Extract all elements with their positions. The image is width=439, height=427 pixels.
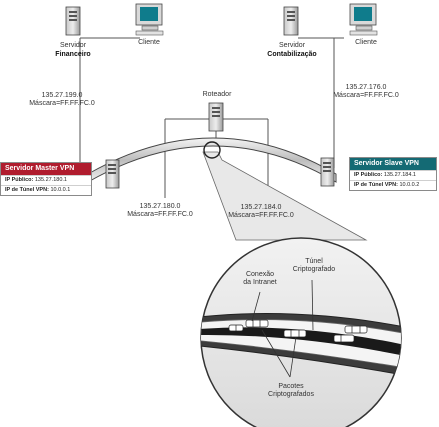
net-top-left-mask: Máscara=FF.FF.FC.0 <box>29 100 95 107</box>
packet-2 <box>228 324 244 332</box>
packet-4 <box>344 325 368 334</box>
net-top-left-address: 135.27.199.0 <box>41 92 83 99</box>
zoom-intranet-label-line1: Conexão <box>245 271 275 278</box>
master-vpn-title: Servidor Master VPN <box>1 163 91 175</box>
net-top-right-mask: Máscara=FF.FF.FC.0 <box>333 92 399 99</box>
master-vpn-public-ip-row: IP Público: 135.27.180.1 <box>1 175 91 185</box>
slave-vpn-public-ip-label: IP Público: <box>354 172 383 178</box>
zoom-focus-circle <box>203 141 221 159</box>
zoom-intranet-label-line2: da Intranet <box>243 279 277 286</box>
server-icon-financial <box>65 6 81 36</box>
slave-vpn-info-box: Servidor Slave VPN IP Público: 135.27.18… <box>349 157 437 191</box>
slave-vpn-title: Servidor Slave VPN <box>350 158 436 170</box>
zoom-intranet-channel <box>201 327 401 357</box>
slave-vpn-public-ip-value: 135.27.184.1 <box>383 172 416 178</box>
net-top-right-address: 135.27.176.0 <box>345 84 387 91</box>
zoom-cone <box>202 151 368 241</box>
server-icon-slave-vpn <box>320 157 335 187</box>
zoom-packets-label-line1: Pacotes <box>278 383 304 390</box>
encrypted-packets <box>228 319 368 343</box>
server-accounting-role: Servidor <box>278 42 306 49</box>
net-bottom-left-mask: Máscara=FF.FF.FC.0 <box>127 211 193 218</box>
slave-vpn-tunnel-ip-label: IP de Túnel VPN: <box>354 182 398 188</box>
packet-3 <box>283 329 307 338</box>
master-vpn-tunnel-ip-value: 10.0.0.1 <box>50 187 71 193</box>
master-vpn-public-ip-value: 135.27.180.1 <box>34 177 67 183</box>
server-accounting-name: Contabilização <box>267 51 317 58</box>
client-left-label: Cliente <box>138 39 160 46</box>
zoom-leader-lines <box>251 279 314 378</box>
server-icon-accounting <box>283 6 299 36</box>
slave-vpn-public-ip-row: IP Público: 135.27.184.1 <box>350 170 436 180</box>
computer-icon-left-client <box>135 3 164 36</box>
packet-5 <box>333 334 355 343</box>
server-icon-master-vpn <box>105 159 120 189</box>
master-vpn-public-ip-label: IP Público: <box>5 177 34 183</box>
packet-1 <box>245 319 269 328</box>
master-vpn-tunnel-ip-label: IP de Túnel VPN: <box>5 187 49 193</box>
zoom-tunnel-label-line1: Túnel <box>305 258 323 265</box>
server-icon-router <box>208 102 224 132</box>
net-bottom-right-address: 135.27.184.0 <box>240 204 282 211</box>
zoom-tunnel-label-line2: Criptografado <box>292 266 336 273</box>
slave-vpn-tunnel-ip-value: 10.0.0.2 <box>399 182 420 188</box>
router-label: Roteador <box>202 91 232 98</box>
master-vpn-tunnel-ip-row: IP de Túnel VPN: 10.0.0.1 <box>1 185 91 195</box>
zoom-packets-label-line2: Criptografados <box>268 391 314 398</box>
vpn-tunnel-arc <box>87 137 337 183</box>
server-financial-name: Financeiro <box>55 51 91 58</box>
net-bottom-right-mask: Máscara=FF.FF.FC.0 <box>228 212 294 219</box>
computer-icon-right-client <box>349 3 378 36</box>
server-financial-role: Servidor <box>59 42 87 49</box>
net-bottom-left-address: 135.27.180.0 <box>139 203 181 210</box>
master-vpn-info-box: Servidor Master VPN IP Público: 135.27.1… <box>0 162 92 196</box>
slave-vpn-tunnel-ip-row: IP de Túnel VPN: 10.0.0.2 <box>350 180 436 190</box>
client-right-label: Cliente <box>355 39 377 46</box>
